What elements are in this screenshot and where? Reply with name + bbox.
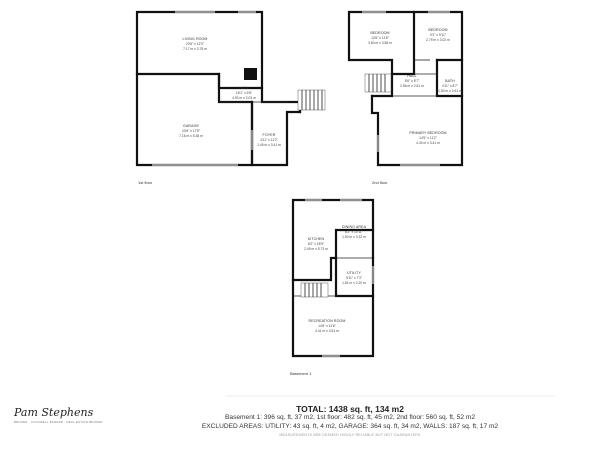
primary-bedroom-dims: 14'5" x 11'2" (419, 136, 438, 140)
foyer-label: FOYER (263, 133, 276, 137)
second-hall-metric: 2.56 m x 2.61 m (400, 84, 424, 88)
second-floor-plan: BEDROOM 12'6" x 11'8" 3.80 m x 3.56 m BE… (347, 10, 464, 185)
bath-dims: 4'11" x 8'7" (442, 84, 459, 88)
first-floor-plan: LIVING ROOM 23'6" x 12'3" 7.17 m x 3.75 … (135, 10, 326, 185)
floor-areas: Basement 1: 396 sq. ft, 37 m2, 1st floor… (225, 414, 475, 421)
agent-logo: Pam Stephens BROKER · COLDWELL BANKER · … (14, 406, 103, 424)
utility-metric: 1.81 m x 2.20 m (342, 281, 366, 285)
bedroom-2-dims: 9'2" x 9'11" (430, 33, 447, 37)
kitchen-metric: 2.49 m x 5.73 m (304, 247, 328, 251)
living-room-dims: 23'6" x 12'3" (186, 42, 205, 46)
basement-floor-label: Basement 1 (290, 371, 312, 376)
first-hall-metric: 4.90 m x 2.03 m (232, 96, 256, 100)
kitchen-dims: 8'2" x 18'9" (308, 242, 325, 246)
second-hall-dims: 5'6" x 8'7" (405, 79, 420, 83)
measurement-disclaimer: MEASUREMENTS ARE DEEMED HIGHLY RELIABLE … (279, 433, 421, 437)
kitchen-label: KITCHEN (308, 237, 325, 241)
first-hall-label: HALL (239, 86, 248, 90)
dining-area-dims: 6'2" x 10'11" (345, 230, 364, 234)
logo-subtitle: BROKER · COLDWELL BANKER · REAL ESTATE B… (14, 420, 103, 424)
bedroom-1-dims: 12'6" x 11'8" (371, 36, 390, 40)
living-room-metric: 7.17 m x 3.75 m (183, 47, 207, 51)
primary-bedroom-metric: 4.40 m x 3.41 m (416, 141, 440, 145)
utility-dims: 5'11" x 7'3" (346, 276, 363, 280)
primary-bedroom-label: PRIMARY BEDROOM (409, 131, 446, 135)
basement-plan: KITCHEN 8'2" x 18'9" 2.49 m x 5.73 m DIN… (290, 198, 375, 376)
garage-metric: 7.16 m x 5.38 m (179, 134, 203, 138)
garage-label: GARAGE (183, 124, 199, 128)
first-floor-label: 1st floor (138, 180, 153, 185)
recreation-room-dims: 14'6" x 11'6" (318, 324, 337, 328)
bedroom-2-metric: 2.79 m x 3.02 m (426, 38, 450, 42)
bedroom-1-label: BEDROOM (370, 31, 389, 35)
foyer-dims: 4'11" x 11'2" (260, 138, 278, 142)
excluded-areas: EXCLUDED AREAS: UTILITY: 43 sq. ft, 4 m2… (201, 423, 499, 430)
utility-label: UTILITY (347, 271, 362, 275)
bedroom-2-label: BEDROOM (428, 28, 447, 32)
dining-area-metric: 1.90 m x 3.32 m (342, 235, 366, 239)
living-room-label: LIVING ROOM (182, 37, 207, 41)
logo-signature: Pam Stephens (14, 406, 94, 419)
recreation-room-label: RECREATION ROOM (309, 319, 346, 323)
foyer-metric: 1.49 m x 3.41 m (257, 143, 281, 147)
bedroom-1-metric: 3.80 m x 3.56 m (368, 41, 392, 45)
garage-dims: 23'6" x 17'8" (182, 129, 201, 133)
bath-label: BATH (445, 79, 455, 83)
total-area: TOTAL: 1438 sq. ft, 134 m2 (296, 404, 404, 414)
dining-area-label: DINING AREA (342, 225, 367, 229)
bath-metric: 1.50 m x 2.61 m (438, 89, 462, 93)
second-hall-label: HALL (407, 74, 416, 78)
recreation-room-metric: 4.41 m x 3.51 m (315, 329, 339, 333)
second-floor-label: 2nd floor (372, 180, 388, 185)
first-hall-dims: 16'1" x 6'8" (236, 91, 253, 95)
